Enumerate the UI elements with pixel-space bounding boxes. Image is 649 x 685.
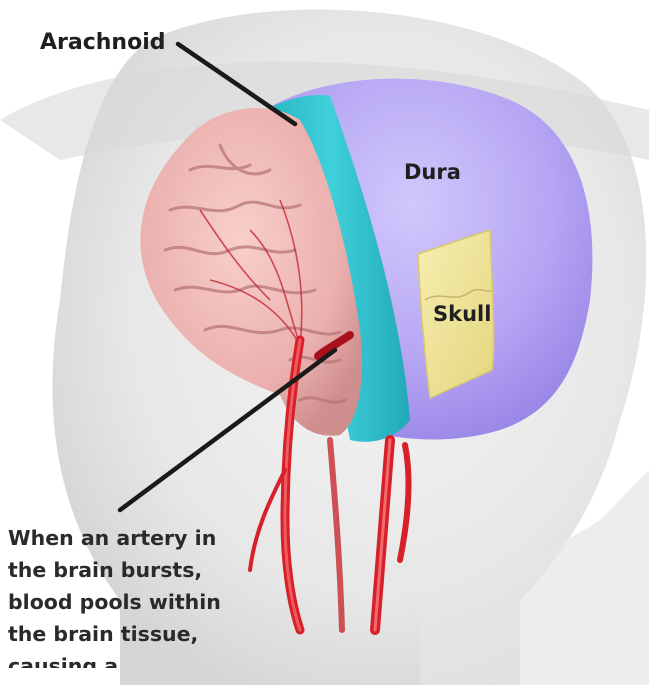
caption-line: When an artery in: [8, 522, 278, 554]
caption-line: the brain tissue,: [8, 618, 278, 650]
dura-label: Dura: [404, 160, 461, 184]
caption-line: the brain bursts,: [8, 554, 278, 586]
arachnoid-label: Arachnoid: [40, 30, 166, 55]
skull-label: Skull: [433, 302, 491, 326]
caption-line: blood pools within: [8, 586, 278, 618]
caption-line: causing a: [8, 650, 278, 668]
hemorrhage-caption: When an artery in the brain bursts, bloo…: [8, 522, 278, 668]
